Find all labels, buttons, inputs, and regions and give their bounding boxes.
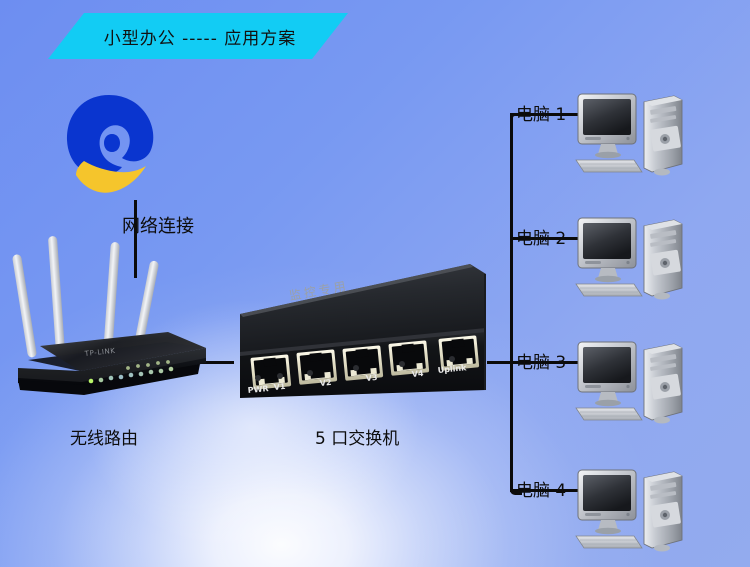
svg-text:V1: V1	[273, 382, 286, 392]
title-banner: 小型办公 ----- 应用方案	[48, 13, 348, 59]
label-switch: 5 口交换机	[315, 429, 400, 449]
connector-branch-computer-1	[510, 113, 579, 116]
label-wireless-router: 无线路由	[70, 429, 138, 449]
svg-text:V4: V4	[411, 369, 424, 379]
computer-icon-2	[570, 216, 688, 308]
svg-text:V2: V2	[319, 378, 332, 388]
connector-logo-to-router	[134, 200, 137, 278]
computer-icon-4	[570, 468, 688, 560]
connector-branch-computer-4	[510, 489, 579, 492]
label-computer-1: 电脑 1	[516, 105, 567, 125]
network-switch-device: 监控专用	[230, 258, 492, 404]
label-computer-3: 电脑 3	[516, 353, 567, 373]
label-computer-2: 电脑 2	[516, 229, 567, 249]
computer-icon-3	[570, 340, 688, 432]
label-network-connection: 网络连接	[122, 216, 194, 237]
svg-text:Uplink: Uplink	[437, 363, 467, 375]
svg-text:TP-LINK: TP-LINK	[83, 347, 116, 358]
wireless-router-device: TP-LINK	[0, 228, 215, 403]
computer-icon-1	[570, 92, 688, 184]
connector-branch-computer-3	[510, 361, 579, 364]
title-banner-text: 小型办公 ----- 应用方案	[103, 28, 297, 49]
label-computer-4: 电脑 4	[516, 481, 567, 501]
svg-text:V3: V3	[365, 373, 378, 383]
connector-switch-to-trunk	[487, 361, 513, 364]
connector-branch-computer-2	[510, 237, 579, 240]
telecom-e-logo	[62, 92, 158, 202]
connector-computer-trunk	[510, 113, 513, 492]
connector-router-to-switch	[198, 361, 234, 364]
svg-text:PWR: PWR	[247, 384, 269, 395]
